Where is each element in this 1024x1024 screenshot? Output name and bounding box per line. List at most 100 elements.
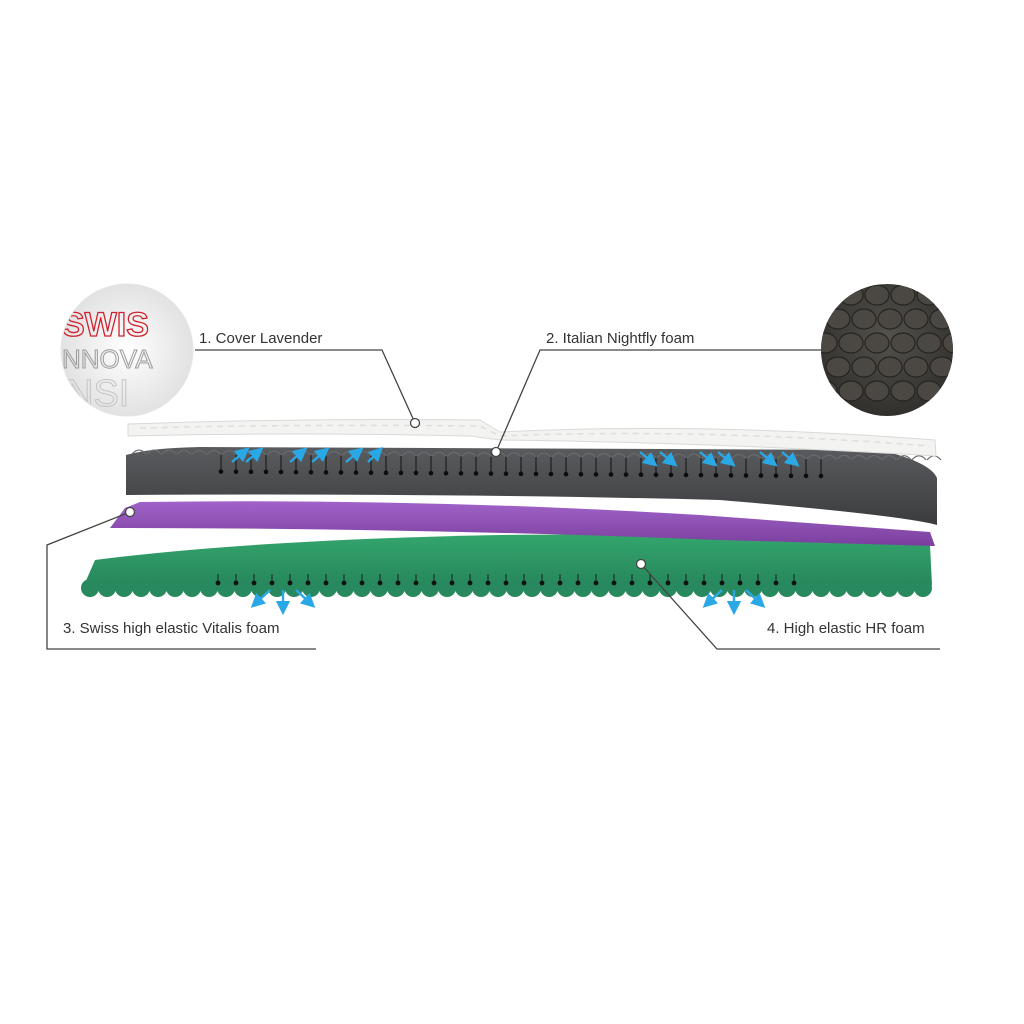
slit-hole <box>323 470 329 475</box>
scallop <box>166 579 184 597</box>
cover-stitching <box>139 424 931 447</box>
foam-bump <box>929 308 953 330</box>
foam-bump <box>890 380 916 402</box>
airflow-arrow <box>245 447 264 463</box>
foam-bump <box>903 356 929 378</box>
slit-hole <box>563 471 569 477</box>
slit-hole <box>359 580 365 586</box>
slit-hole <box>233 469 239 475</box>
slit-hole <box>248 469 254 475</box>
slit-hole <box>485 580 491 586</box>
foam-bump <box>877 356 903 378</box>
foam-bump <box>864 380 890 402</box>
scallop <box>489 579 507 597</box>
vitalis-foam-body <box>110 501 935 546</box>
slit-hole <box>818 473 824 479</box>
foam-bump <box>956 357 980 377</box>
slit-hole <box>758 473 764 478</box>
ridge <box>446 451 462 457</box>
foam-bump <box>929 356 953 378</box>
slit-hole <box>548 471 554 477</box>
slit-hole <box>503 580 509 586</box>
leader-dot-2 <box>490 446 502 458</box>
foam-bump <box>825 356 851 378</box>
ridge <box>566 452 582 458</box>
slit-hole <box>653 472 659 478</box>
slit-hole <box>683 580 689 586</box>
hr-foam-slits <box>215 574 797 586</box>
slit-hole <box>719 580 725 586</box>
ridge <box>476 452 492 458</box>
slit-hole <box>413 580 419 586</box>
foam-bump <box>890 284 916 306</box>
scallop <box>319 579 337 597</box>
ridge <box>581 452 597 458</box>
slit-hole <box>773 580 779 586</box>
scallop <box>81 579 99 597</box>
label-layer-1: 1. Cover Lavender <box>199 330 323 347</box>
slit-hole <box>623 472 629 477</box>
foam-bump <box>864 284 890 306</box>
leader-line-2 <box>495 349 822 453</box>
scallop <box>659 579 677 597</box>
slit-hole <box>233 580 239 586</box>
slit-hole <box>308 469 314 475</box>
scallop <box>608 579 626 597</box>
label-layer-4: 4. High elastic HR foam <box>767 620 925 637</box>
ridge <box>806 454 822 460</box>
foam-bump <box>821 284 838 306</box>
slit-hole <box>728 473 734 478</box>
scallop <box>897 579 915 597</box>
scallop <box>200 579 218 597</box>
ridge <box>206 450 222 456</box>
slit-hole <box>398 470 404 476</box>
scallop <box>98 579 116 597</box>
foam-bump <box>916 380 942 402</box>
foam-bump <box>851 308 877 330</box>
cover-body <box>127 419 937 457</box>
slit-hole <box>698 472 704 478</box>
ridge <box>896 455 912 461</box>
slit-hole <box>773 473 779 479</box>
airflow-arrow <box>745 589 766 608</box>
scallop <box>795 579 813 597</box>
slit-hole <box>251 580 257 586</box>
scallop <box>132 579 150 597</box>
foam-bump <box>821 332 838 354</box>
slit-hole <box>521 580 527 586</box>
scallop <box>591 579 609 597</box>
airflow-arrow <box>699 451 718 467</box>
scallop <box>387 579 405 597</box>
scallop <box>829 579 847 597</box>
scallop <box>914 579 932 597</box>
leader-dot-4 <box>635 558 647 570</box>
slit-hole <box>428 470 434 476</box>
airflow-arrow <box>717 451 736 467</box>
slit-hole <box>701 580 707 586</box>
layer-cover <box>127 419 937 457</box>
slit-hole <box>305 580 311 586</box>
slit-hole <box>449 580 455 586</box>
leader-dot-3 <box>124 506 136 518</box>
slit-hole <box>338 470 344 475</box>
leader-dot-1 <box>409 417 421 429</box>
slit-hole <box>593 580 599 586</box>
hr-foam-scallops <box>81 579 932 597</box>
scallop <box>693 579 711 597</box>
scallop <box>880 579 898 597</box>
ridge <box>911 455 927 461</box>
foam-bump <box>903 308 929 330</box>
airflow-arrow <box>759 451 778 467</box>
airflow-arrows <box>231 446 800 616</box>
scallop <box>778 579 796 597</box>
slit-hole <box>539 580 545 586</box>
leader-line-1 <box>195 349 416 424</box>
foam-bump <box>825 308 851 330</box>
ridge <box>836 454 852 460</box>
scallop <box>149 579 167 597</box>
ridge <box>536 452 552 458</box>
ridge <box>131 449 147 455</box>
slit-hole <box>293 469 299 475</box>
slit-hole <box>395 580 401 586</box>
